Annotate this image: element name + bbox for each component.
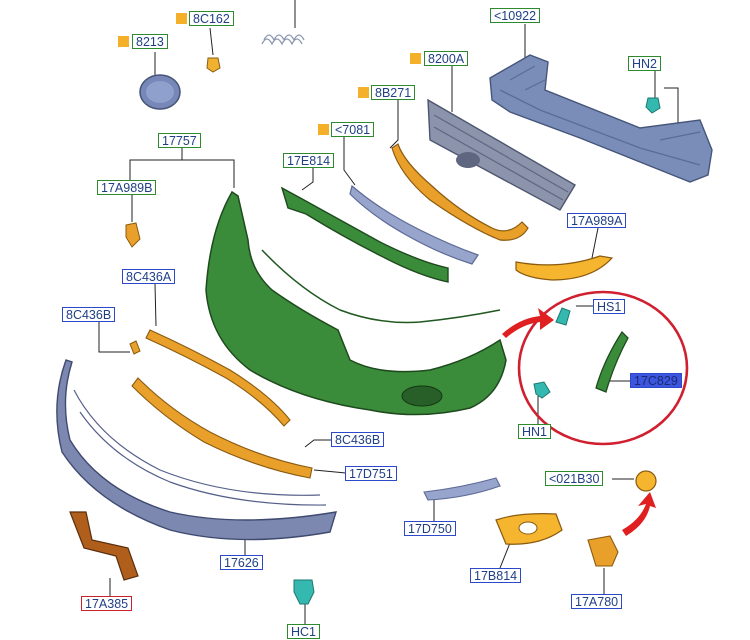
label-HC1[interactable]: HC1: [287, 624, 321, 639]
clip-HC1-part: [293, 579, 315, 605]
label-HN2[interactable]: HN2: [628, 56, 662, 71]
label-HS1[interactable]: HS1: [593, 299, 626, 314]
clip-8C162-part: [206, 57, 221, 73]
label-17B814[interactable]: 17B814: [470, 568, 522, 583]
label-8C436B-left[interactable]: 8C436B: [62, 307, 116, 322]
marker-8C162: [176, 13, 187, 24]
marker-8213: [118, 36, 129, 47]
bracket-17A780-part: [587, 535, 619, 567]
label-17D751[interactable]: 17D751: [345, 466, 397, 481]
highlight-circle: [517, 290, 689, 446]
trim-17D751-part: [131, 377, 313, 479]
label-8C436A[interactable]: 8C436A: [122, 269, 176, 284]
label-17E814[interactable]: 17E814: [283, 153, 335, 168]
label-7081[interactable]: <7081: [331, 122, 375, 137]
clip-HN1-part: [533, 381, 551, 399]
upper-grille-part: [427, 98, 576, 211]
label-17C829[interactable]: 17C829: [630, 373, 682, 388]
trim-8C436A-part: [145, 329, 291, 427]
label-17A780[interactable]: 17A780: [571, 594, 623, 609]
label-10922[interactable]: <10922: [490, 8, 541, 23]
label-8213[interactable]: 8213: [132, 34, 168, 49]
label-17A989A[interactable]: 17A989A: [567, 213, 627, 228]
trim-strip-7081-part: [349, 184, 479, 265]
bumper-cover-17757-part: [205, 190, 507, 416]
label-8C162[interactable]: 8C162: [189, 11, 234, 26]
label-021B30[interactable]: <021B30: [545, 471, 604, 486]
tow-eye-cover-021B30-part: [635, 470, 657, 492]
lower-grille-17626-part: [56, 359, 337, 541]
label-17A385[interactable]: 17A385: [81, 596, 133, 611]
reinforcement-beam-part: [489, 54, 713, 183]
red-arrow-1: [502, 308, 554, 338]
trim-17D750-part: [423, 477, 501, 501]
clip-HS1-part: [555, 307, 571, 326]
label-HN1[interactable]: HN1: [518, 424, 552, 439]
marker-8200A: [410, 53, 421, 64]
upper-bracket-17E814-part: [280, 186, 449, 283]
label-17D750[interactable]: 17D750: [404, 521, 456, 536]
label-17757[interactable]: 17757: [158, 133, 201, 148]
trim-strip-8B271-part: [391, 143, 529, 241]
clip-HN2-part: [645, 97, 661, 114]
reflector-17A989A-part: [515, 255, 614, 281]
label-8C436B-bottom[interactable]: 8C436B: [331, 432, 385, 447]
label-17626[interactable]: 17626: [220, 555, 263, 570]
red-arrow-2: [622, 492, 656, 536]
label-17A989B[interactable]: 17A989B: [97, 180, 157, 195]
label-8200A[interactable]: 8200A: [424, 51, 469, 66]
clip-8C436B-part: [129, 340, 141, 355]
marker-7081: [318, 124, 329, 135]
bracket-17A385-part: [69, 511, 139, 581]
bracket-17C829-part: [595, 330, 629, 393]
label-8B271[interactable]: 8B271: [371, 85, 416, 100]
marker-8B271: [358, 87, 369, 98]
reflector-17A989B-part: [125, 222, 141, 248]
spring-clip-part: [261, 34, 305, 46]
